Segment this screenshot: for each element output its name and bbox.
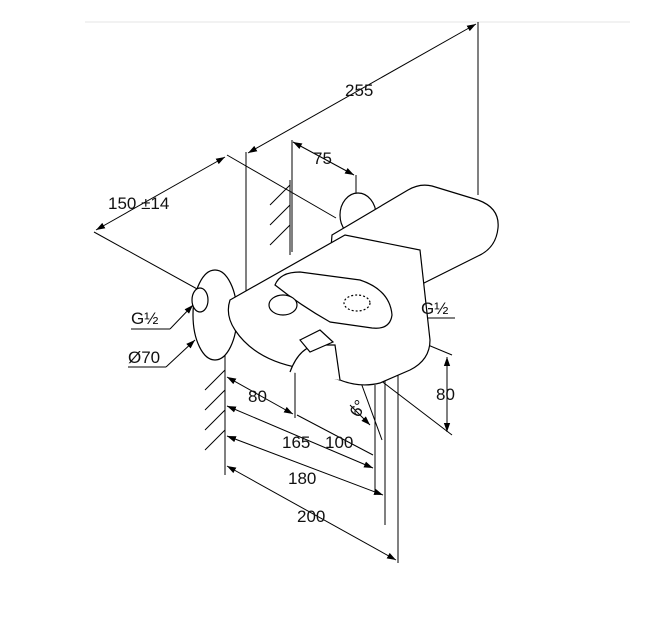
dim-height-80: 80 bbox=[436, 385, 455, 404]
dim-255: 255 bbox=[345, 81, 374, 100]
dim-150: 150 ±14 bbox=[108, 194, 170, 213]
rosette-diameter-label: Ø70 bbox=[128, 348, 161, 367]
dim-200: 200 bbox=[297, 507, 326, 526]
inlet-left-label: G½ bbox=[131, 309, 159, 328]
inlet-right-label: G½ bbox=[421, 299, 449, 318]
dim-165: 165 bbox=[282, 433, 311, 452]
faucet-body bbox=[191, 184, 499, 386]
dim-180: 180 bbox=[288, 469, 317, 488]
dim-80: 80 bbox=[248, 387, 267, 406]
dim-100: 100 bbox=[325, 433, 354, 452]
dim-75: 75 bbox=[313, 149, 332, 168]
